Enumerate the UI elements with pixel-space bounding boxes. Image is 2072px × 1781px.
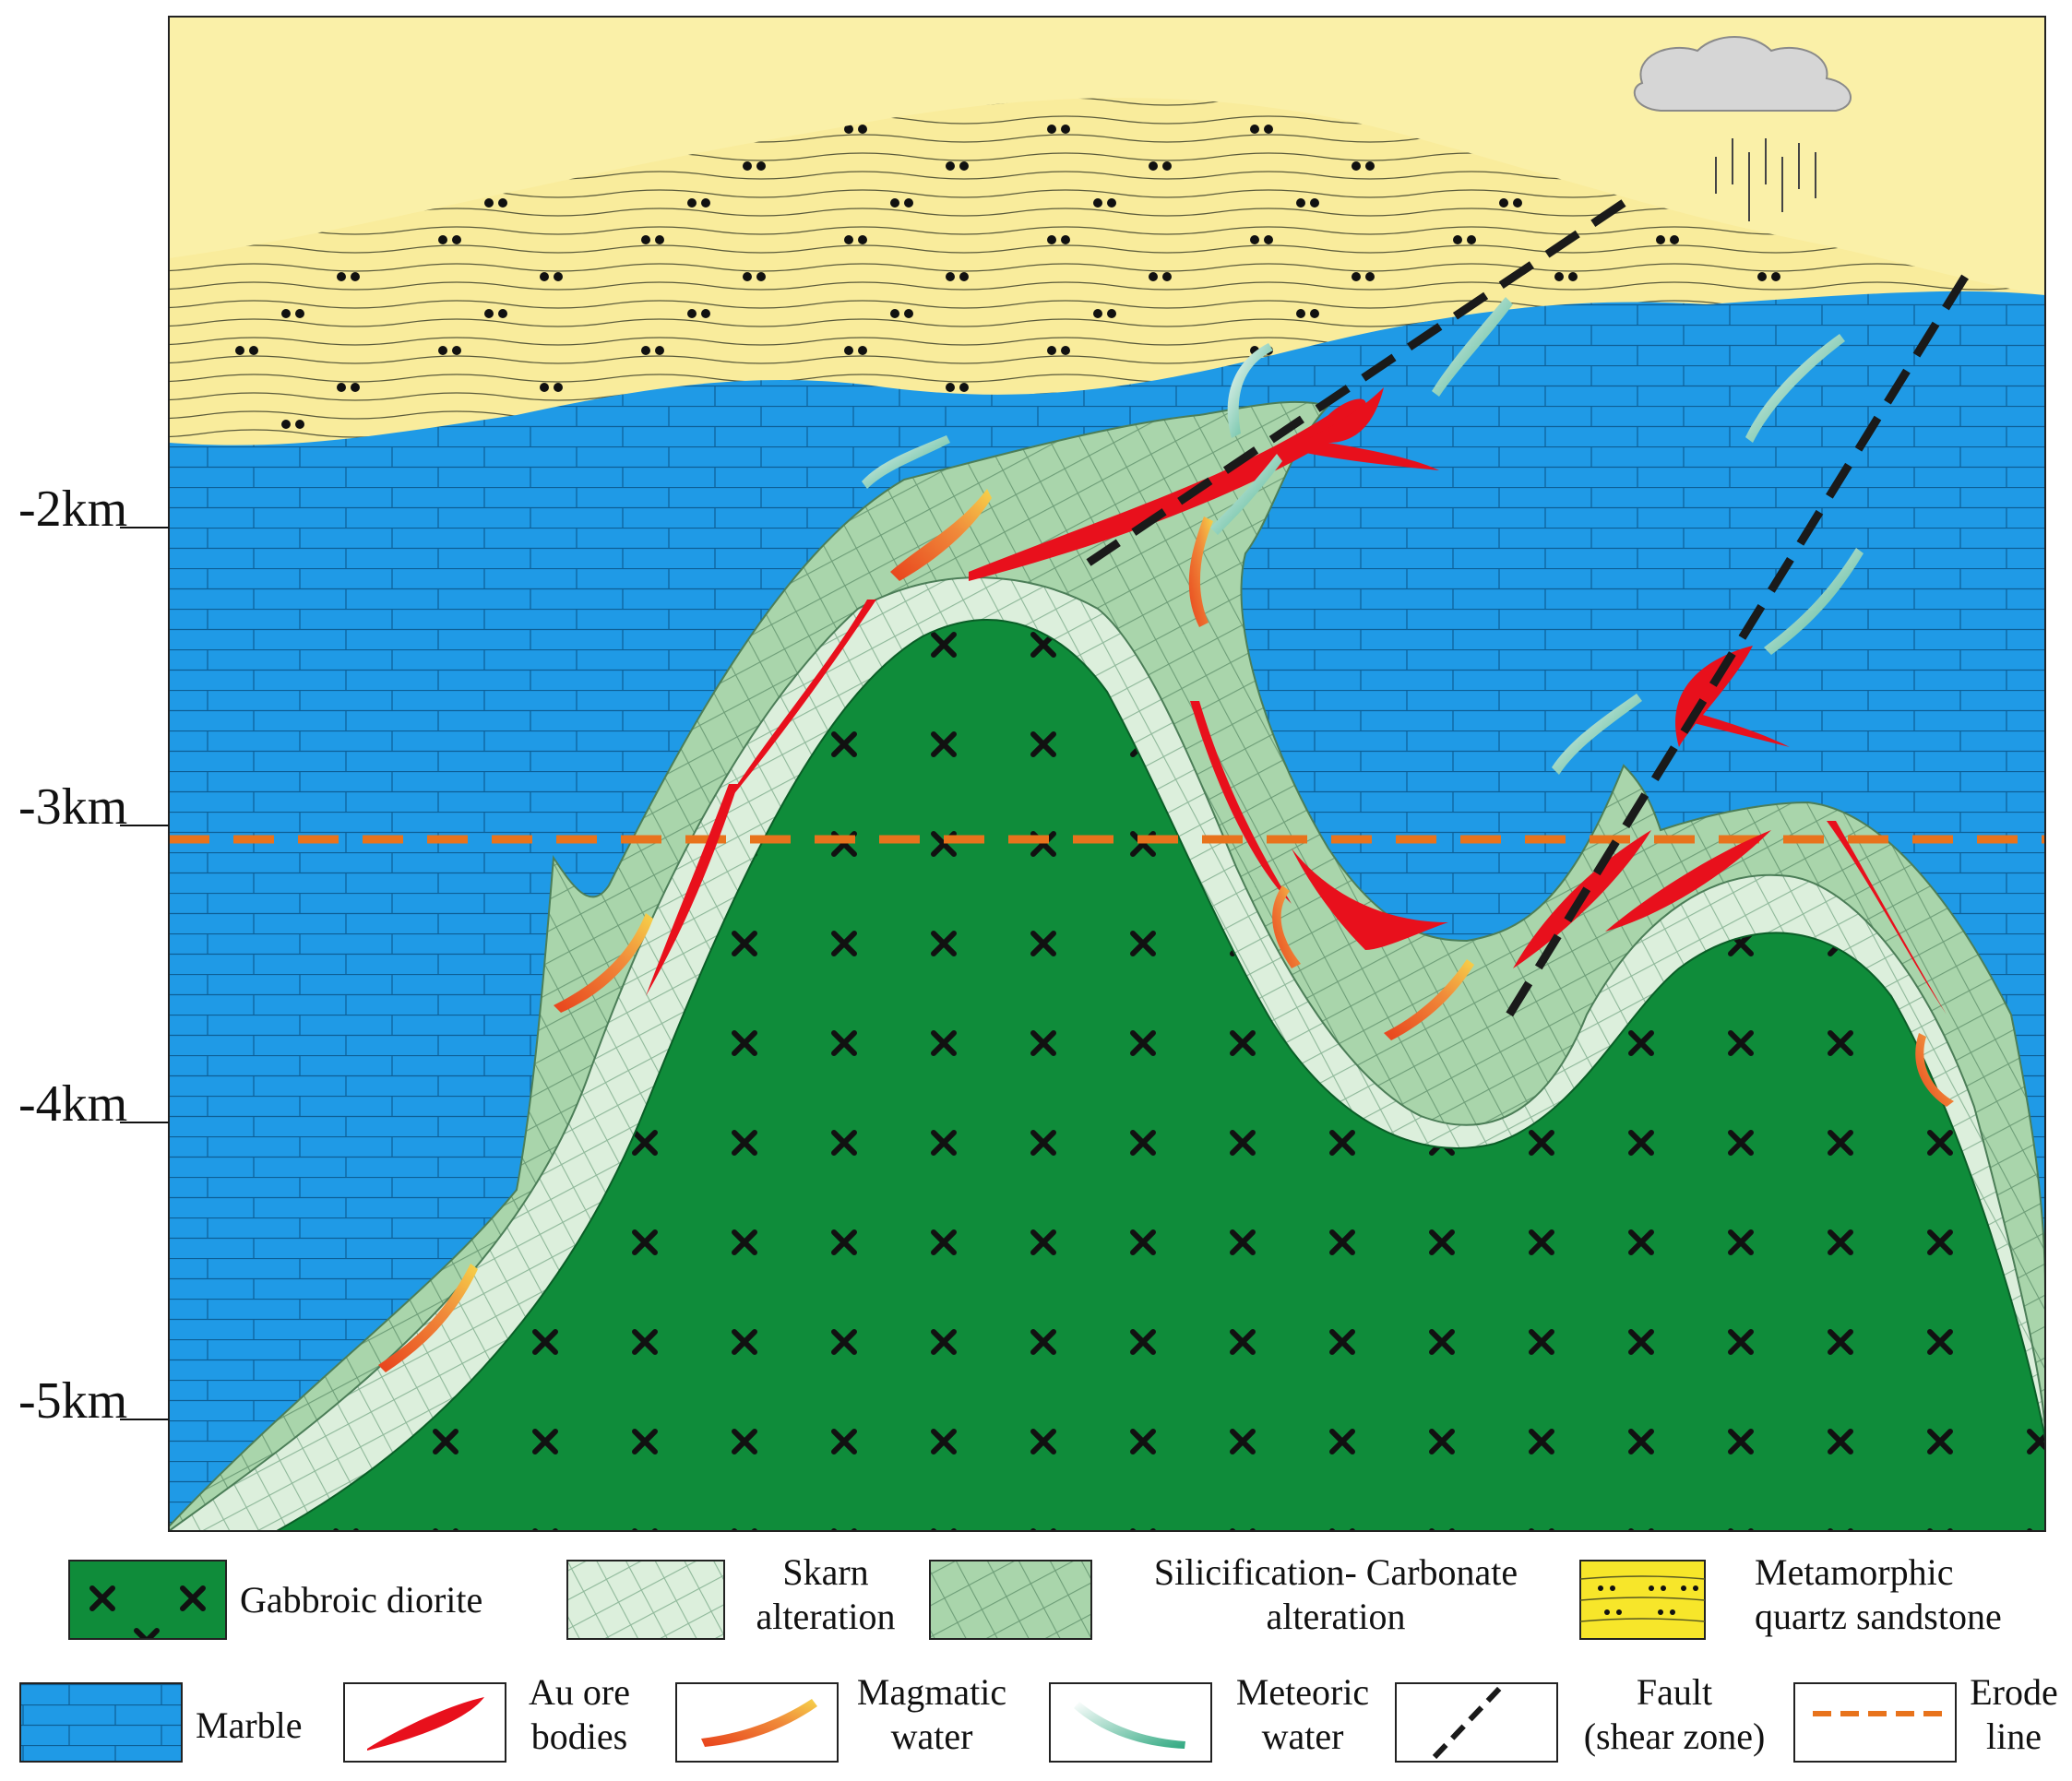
legend-label: Fault [1637, 1671, 1712, 1713]
legend-item-magmatic-water: Magmatic water [675, 1671, 1006, 1763]
legend-item-meteoric-water: Meteoric water [1049, 1671, 1369, 1763]
au-ore-bodies [646, 387, 1947, 1015]
magmatic-water-arrow [1384, 959, 1474, 1040]
legend-item-sandstone: Metamorphic quartz sandstone [1579, 1551, 2002, 1640]
cloud-shape [1633, 36, 1852, 112]
meteoric-water-arrow [1210, 454, 1282, 535]
legend-label: Gabbroic diorite [240, 1579, 482, 1621]
magmatic-water-arrow [1272, 885, 1301, 968]
depth-scale: -2km -3km -4km -5km [18, 481, 169, 1430]
legend-label: Marble [196, 1704, 303, 1746]
gabbroic-diorite-swatch [68, 1560, 227, 1640]
au-ore-body [720, 600, 876, 812]
erode-line-swatch [1793, 1682, 1957, 1763]
au-ore-icon [367, 1697, 484, 1751]
meteoric-water-arrow [862, 435, 950, 489]
marble-swatch [19, 1682, 183, 1763]
magmatic-water-arrow [378, 1264, 478, 1372]
legend-label: Silicification- Carbonate [1154, 1551, 1518, 1593]
magmatic-water-icon [701, 1699, 817, 1747]
au-ore-body [1292, 849, 1448, 950]
au-ore-body [646, 784, 738, 996]
meteoric-water-arrow [1745, 334, 1845, 443]
meteoric-water-arrows [862, 297, 1864, 775]
legend-item-au-ore: Au ore bodies [343, 1671, 630, 1763]
depth-label: -5km [18, 1372, 127, 1430]
fault-line [1500, 274, 1969, 1027]
legend-label: Skarn [782, 1551, 868, 1593]
legend-item-silicification: Silicification- Carbonate alteration [929, 1551, 1518, 1640]
legend-label: Magmatic [857, 1671, 1006, 1713]
rain-cloud-icon [1633, 36, 1852, 221]
legend-label: line [1986, 1716, 2042, 1757]
legend-label: alteration [1266, 1596, 1405, 1637]
legend-item-fault: Fault (shear zone) [1395, 1671, 1766, 1763]
legend-label: Metamorphic [1755, 1551, 1954, 1593]
au-ore-body [1679, 710, 1790, 747]
meteoric-water-arrow [1764, 548, 1864, 655]
au-ore-body [1827, 821, 1947, 1015]
au-ore-body [969, 398, 1366, 581]
depth-label: -3km [18, 778, 127, 836]
legend-label: Erode [1970, 1671, 2058, 1713]
fault-icon [1432, 1683, 1505, 1760]
silicification-swatch [929, 1560, 1092, 1640]
legend-item-skarn: Skarn alteration [566, 1551, 896, 1640]
legend-label: alteration [756, 1596, 895, 1637]
magmatic-water-arrow [1915, 1033, 1954, 1107]
gabbroic-diorite-intrusion [274, 619, 2045, 1531]
skarn-swatch [566, 1560, 725, 1640]
au-ore-body [1605, 830, 1771, 932]
cross-section [169, 17, 2045, 1531]
legend-label: Meteoric [1236, 1671, 1369, 1713]
legend-label: water [1262, 1716, 1344, 1757]
meteoric-water-arrow [1432, 297, 1513, 397]
legend-label: Au ore [529, 1671, 630, 1713]
magmatic-water-arrow [1188, 516, 1213, 627]
magmatic-water-arrow [890, 489, 992, 581]
rain-lines [1715, 138, 1816, 221]
legend: Gabbroic diorite Skarn alteration Silici… [19, 1551, 2058, 1763]
meteoric-water-icon [1074, 1702, 1185, 1749]
magmatic-water-swatch [675, 1682, 839, 1763]
cross-section-frame [168, 16, 2046, 1532]
legend-label: (shear zone) [1584, 1716, 1766, 1757]
meteoric-water-arrow [1552, 694, 1642, 775]
magmatic-water-arrows [378, 489, 1954, 1372]
legend-label: quartz sandstone [1755, 1596, 2002, 1637]
depth-label: -4km [18, 1075, 127, 1133]
meteoric-water-swatch [1049, 1682, 1212, 1763]
legend-item-gabbroic-diorite: Gabbroic diorite [68, 1560, 482, 1640]
legend-item-erode-line: Erode line [1793, 1671, 2058, 1763]
au-ore-body [1301, 387, 1439, 470]
magmatic-water-arrow [554, 913, 653, 1013]
legend-label: water [891, 1716, 973, 1757]
depth-label: -2km [18, 481, 127, 538]
faults [1086, 199, 1969, 1027]
legend-label: bodies [531, 1716, 627, 1757]
legend-item-marble: Marble [19, 1682, 303, 1763]
au-ore-body [1190, 701, 1292, 904]
sandstone-swatch [1579, 1560, 1706, 1640]
meteoric-water-arrow [1227, 343, 1273, 438]
fault-swatch [1395, 1682, 1558, 1763]
